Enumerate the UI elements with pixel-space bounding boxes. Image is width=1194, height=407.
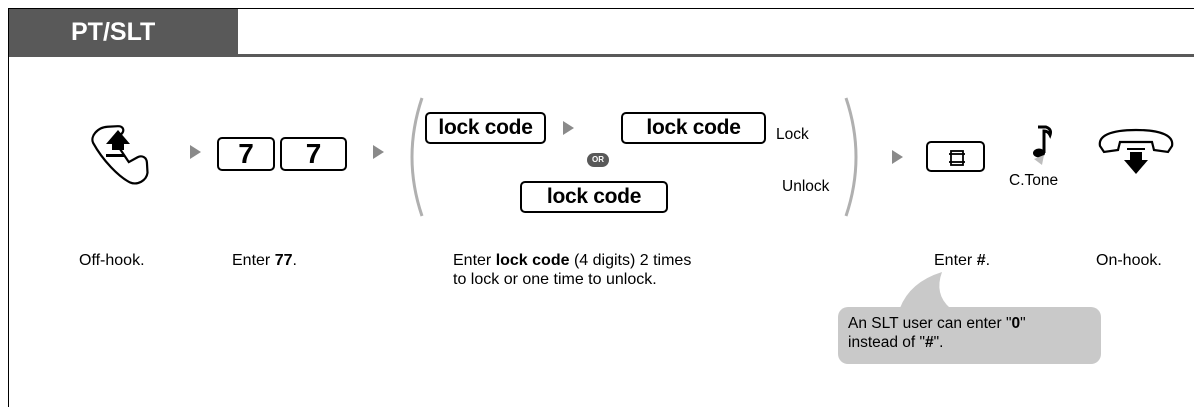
step-enter-hash: Enter #. <box>934 252 991 269</box>
step-on-hook: On-hook. <box>1096 252 1162 269</box>
lock-label: Lock <box>776 126 809 143</box>
or-badge: OR <box>587 153 609 167</box>
step-arrow <box>373 145 384 159</box>
tone-label: C.Tone <box>1009 172 1059 189</box>
step-arrow <box>892 150 903 164</box>
header-title: PT/SLT <box>9 9 238 56</box>
lock-code-key: lock code <box>425 112 546 144</box>
lock-code-key: lock code <box>520 181 668 213</box>
step-off-hook: Off-hook. <box>79 252 145 269</box>
header-rule <box>9 54 1194 57</box>
hash-key-icon <box>949 150 965 166</box>
confirmation-tone-note-icon <box>1033 125 1052 165</box>
hash-key <box>926 141 985 172</box>
lock-code-key: lock code <box>621 112 766 144</box>
digit-key-7: 7 <box>280 137 347 171</box>
step-arrow <box>563 121 574 135</box>
slt-note-callout: An SLT user can enter "0" instead of "#"… <box>838 307 1101 364</box>
off-hook-handset-icon <box>91 125 149 185</box>
left-bracket <box>410 97 424 217</box>
callout-pointer <box>900 272 950 308</box>
on-hook-handset-icon <box>1098 128 1174 174</box>
diagram-frame <box>8 8 1194 407</box>
digit-key-7: 7 <box>217 137 275 171</box>
step-arrow <box>190 145 201 159</box>
step-enter-lock-code: Enter lock code (4 digits) 2 times to lo… <box>453 252 692 288</box>
step-enter-77: Enter 77. <box>232 252 297 269</box>
right-bracket <box>844 97 858 217</box>
unlock-label: Unlock <box>782 178 830 195</box>
